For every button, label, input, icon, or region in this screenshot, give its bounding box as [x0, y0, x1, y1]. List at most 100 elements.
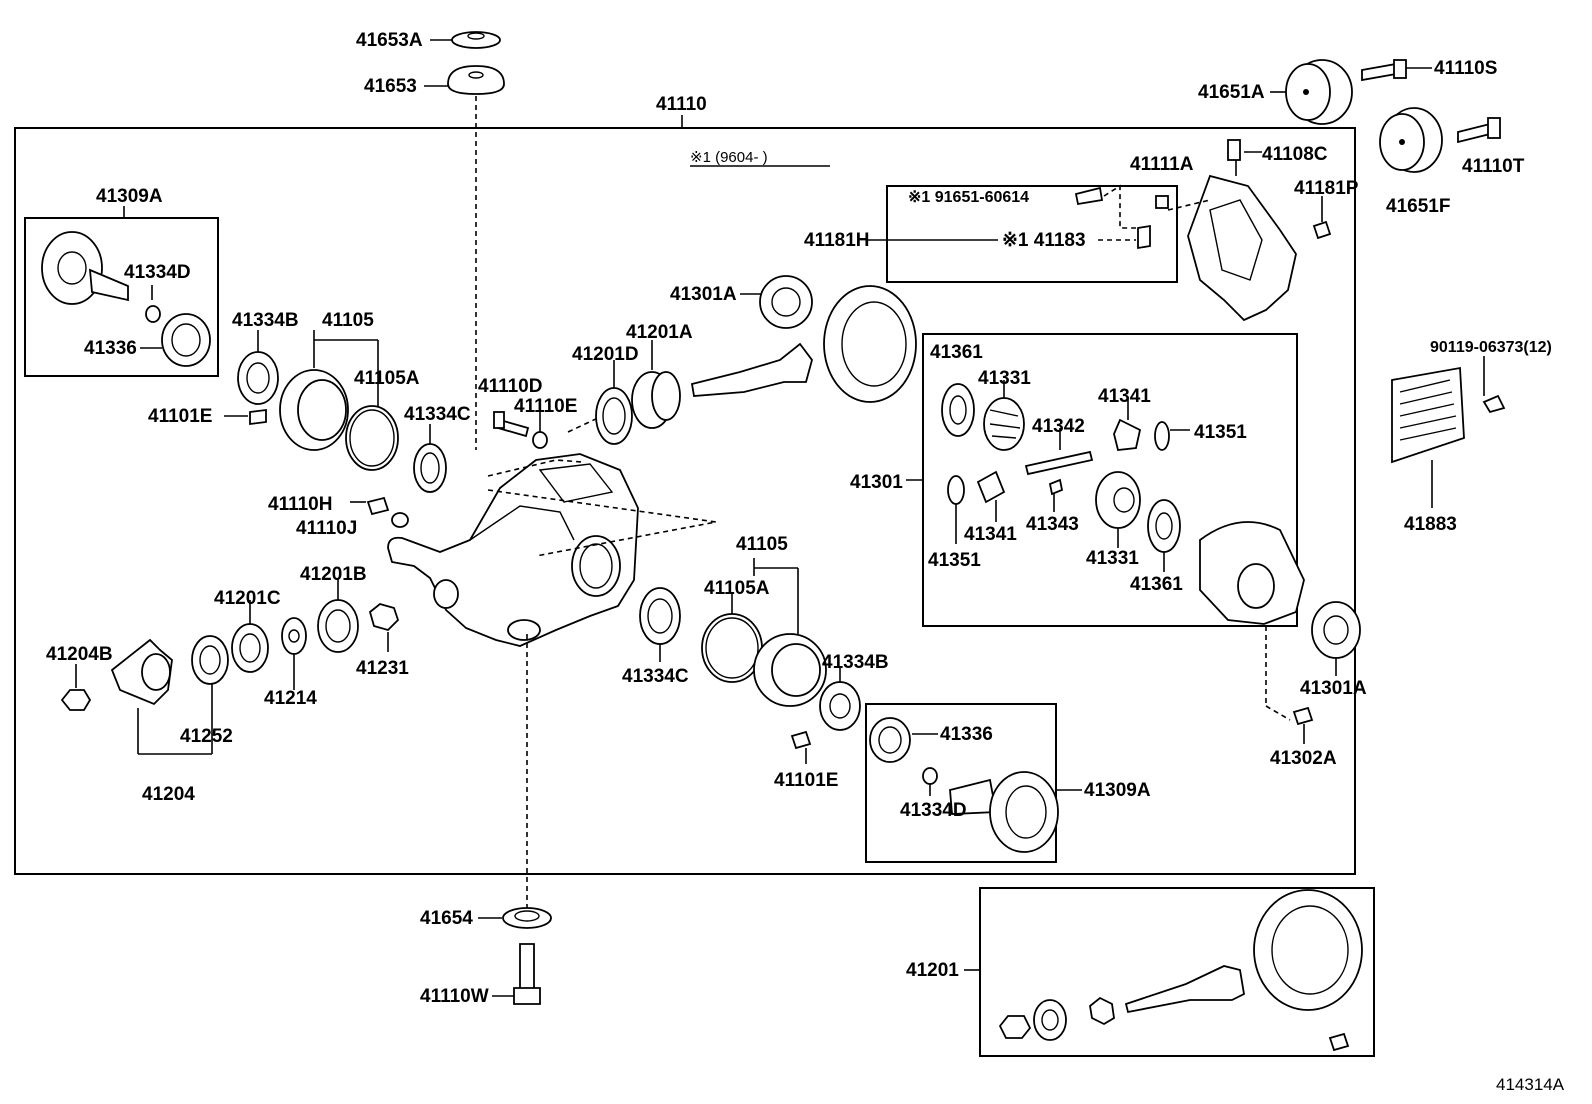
pinion-shaft — [690, 342, 813, 397]
washer-41361-b — [1147, 499, 1181, 553]
label-41343: 41343 — [1026, 514, 1079, 535]
label-41105A-right: 41105A — [704, 578, 770, 599]
label-41334C-right: 41334C — [622, 666, 689, 687]
gear-41331-b — [1095, 471, 1141, 529]
label-41361-a: 41361 — [930, 342, 983, 363]
bearing-41301A-right — [1311, 601, 1361, 659]
bolt-41101E-left — [249, 408, 267, 426]
label-41101E-right: 41101E — [774, 770, 838, 791]
label-41334B-left: 41334B — [232, 310, 299, 331]
label-41301: 41301 — [850, 472, 903, 493]
nut-41204B — [60, 689, 92, 711]
seal-41252 — [191, 635, 229, 685]
label-41204B: 41204B — [46, 644, 113, 665]
label-41201: 41201 — [906, 960, 959, 981]
label-41351-b: 41351 — [928, 550, 981, 571]
label-41334B-right: 41334B — [822, 652, 889, 673]
label-91651: ※1 91651-60614 — [908, 189, 1029, 206]
seal-41334C-right — [639, 587, 681, 645]
nut-41231 — [368, 603, 400, 632]
bolt-41181P — [1312, 220, 1332, 240]
label-41341-b: 41341 — [964, 524, 1017, 545]
label-41108C: 41108C — [1262, 144, 1328, 165]
ring-41334D-bottom — [922, 767, 938, 785]
label-41110S: 41110S — [1434, 58, 1497, 79]
label-41651F: 41651F — [1386, 196, 1450, 217]
label-41653A: 41653A — [356, 30, 423, 51]
cover-box-41181H — [886, 185, 1178, 283]
pinion-41341-b — [976, 470, 1006, 504]
spacer-41201D — [595, 387, 633, 445]
label-41654: 41654 — [420, 908, 473, 929]
gasket-41110J — [391, 512, 409, 528]
ring-pinion-box-41201 — [979, 887, 1375, 1057]
label-41336-bottom: 41336 — [940, 724, 993, 745]
label-41351-a: 41351 — [1194, 422, 1247, 443]
cap-41653 — [447, 65, 505, 95]
label-41201C: 41201C — [214, 588, 281, 609]
bolt-41101E-right — [790, 730, 812, 750]
label-41361-b: 41361 — [1130, 574, 1183, 595]
label-41105A-left: 41105A — [354, 368, 420, 389]
label-41181H: 41181H — [804, 230, 870, 251]
flange-41204 — [110, 638, 173, 706]
label-41201B: 41201B — [300, 564, 367, 585]
label-41204: 41204 — [142, 784, 195, 805]
plug-41110H — [366, 496, 390, 516]
damper-41651A — [1285, 59, 1353, 125]
label-41252: 41252 — [180, 726, 233, 747]
washer-41351-a — [1154, 421, 1170, 451]
label-41331-b: 41331 — [1086, 548, 1139, 569]
label-41331-a: 41331 — [978, 368, 1031, 389]
shaft-41342 — [1024, 450, 1094, 476]
stud-41110D — [493, 411, 530, 438]
kit-pinion — [1124, 965, 1245, 1014]
bearing-41201A — [631, 371, 681, 429]
diff-case — [1199, 521, 1305, 625]
washer-41361-a — [941, 383, 975, 437]
oring-41105A-right — [701, 613, 763, 683]
pinion-41341-a — [1113, 418, 1142, 451]
cap-41653A — [451, 31, 501, 49]
label-41651A: 41651A — [1198, 82, 1265, 103]
bolt-91651 — [1074, 186, 1104, 206]
bearing-41201B — [317, 599, 359, 653]
label-90119: 90119-06373(12) — [1430, 339, 1552, 356]
nut-41110E — [532, 431, 548, 449]
gear-41331-a — [983, 397, 1025, 451]
washer-41654 — [502, 907, 552, 929]
kit-nut — [998, 1015, 1032, 1039]
plate-41883 — [1391, 366, 1465, 464]
label-41110H: 41110H — [268, 494, 332, 515]
label-41201A: 41201A — [626, 322, 693, 343]
subassembly-box-41309A-top — [24, 217, 219, 377]
note-text: ※1 (9604- ) — [690, 149, 768, 166]
carrier-housing-41110 — [387, 453, 639, 647]
main-assembly-frame — [14, 127, 1356, 875]
label-41110D: 41110D — [478, 376, 542, 397]
bolt-41110T — [1457, 117, 1501, 144]
label-41336-top: 41336 — [84, 338, 137, 359]
label-41341-a: 41341 — [1098, 386, 1151, 407]
label-41214: 41214 — [264, 688, 317, 709]
flange-41309A-bottom — [949, 771, 1059, 853]
label-41334D-bottom: 41334D — [900, 800, 967, 821]
seal-41336-top — [161, 313, 211, 367]
label-41301A-right: 41301A — [1300, 678, 1367, 699]
label-41110: 41110 — [656, 94, 707, 115]
label-41105-left: 41105 — [322, 310, 374, 331]
retainer-41105-left — [279, 369, 349, 451]
spacer-41214 — [281, 617, 307, 655]
bolt-41110W — [513, 943, 541, 1005]
label-41110E: 41110E — [514, 396, 577, 417]
clip-41111A — [1155, 195, 1169, 209]
label-41105-right: 41105 — [736, 534, 788, 555]
bearing-41201C — [231, 623, 269, 673]
subassembly-box-41309A-bottom — [865, 703, 1057, 863]
label-41309A-bottom: 41309A — [1084, 780, 1151, 801]
label-41111A: 41111A — [1130, 154, 1194, 175]
bolt-41302A — [1292, 706, 1314, 726]
label-41110J: 41110J — [296, 518, 357, 539]
kit-bearing-a — [1033, 999, 1067, 1041]
